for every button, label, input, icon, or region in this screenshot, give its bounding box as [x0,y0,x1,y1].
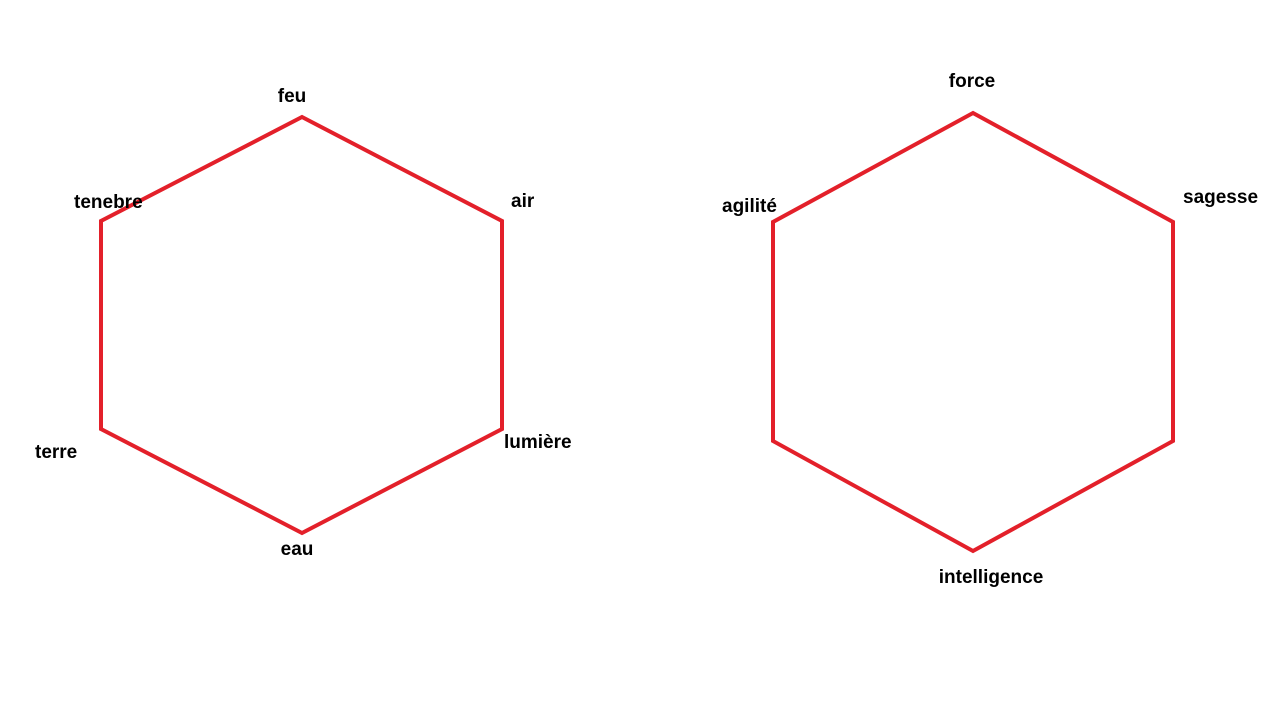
label-tenebre: tenebre [74,192,143,213]
label-force: force [949,71,995,92]
label-feu: feu [278,86,307,107]
attributes-hexagon: force sagesse intelligence agilité [722,71,1258,588]
label-lumiere: lumière [504,432,572,453]
label-eau: eau [281,539,314,560]
label-terre: terre [35,442,77,463]
label-agilite: agilité [722,196,777,217]
elements-hexagon: feu air lumière eau terre tenebre [35,86,572,560]
elements-hexagon-outline [99,114,504,536]
attributes-hexagon-outline [771,110,1175,554]
label-intelligence: intelligence [939,567,1044,588]
label-sagesse: sagesse [1183,187,1258,208]
label-air: air [511,191,535,212]
